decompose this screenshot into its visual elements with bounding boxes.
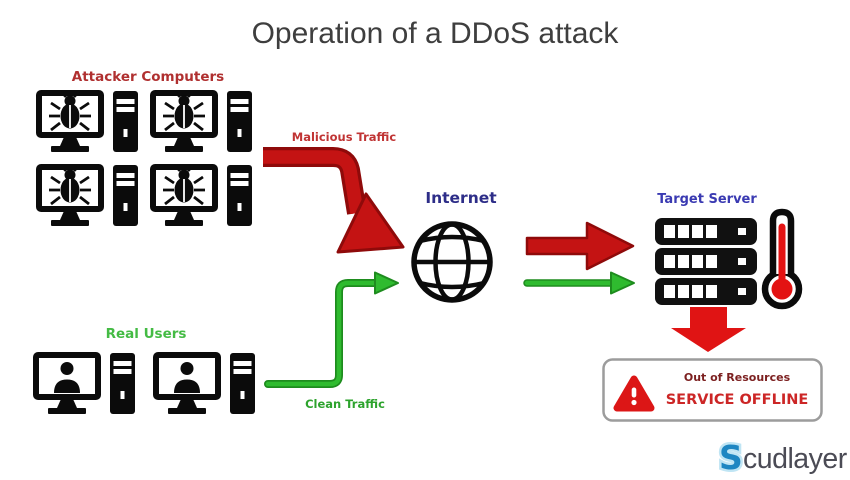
attacker-computer-icon	[39, 165, 138, 226]
clean-to-server-arrow	[523, 271, 635, 295]
attacker-computer-icon	[153, 91, 252, 152]
user-computer-icon	[36, 353, 135, 414]
globe-icon	[411, 221, 493, 303]
warning-triangle-icon	[613, 375, 655, 412]
internet-label: Internet	[425, 189, 497, 207]
real-users-label: Real Users	[106, 326, 187, 342]
thermometer-icon	[761, 208, 803, 310]
target-server-label: Target Server	[657, 192, 757, 207]
logo-mark-glow: S	[719, 438, 743, 477]
server-rack-icon	[655, 218, 757, 305]
overload-down-arrow	[671, 307, 746, 352]
status-line2: SERVICE OFFLINE	[666, 392, 809, 408]
logo-text: cudlayer	[743, 443, 848, 475]
malicious-traffic-arrow	[263, 147, 405, 254]
status-line1: Out of Resources	[684, 371, 791, 384]
page-title: Operation of a DDoS attack	[252, 17, 620, 50]
attacker-computer-icon	[153, 165, 252, 226]
scudlayer-logo: S S cudlayer	[717, 436, 849, 480]
attackers-label: Attacker Computers	[72, 69, 224, 85]
attacker-computer-icon	[39, 91, 138, 152]
status-box: Out of Resources SERVICE OFFLINE	[602, 358, 823, 422]
malicious-to-server-arrow	[525, 221, 635, 271]
malicious-traffic-label: Malicious Traffic	[292, 130, 397, 144]
user-computer-icon	[156, 353, 255, 414]
logo-mark: S	[719, 438, 743, 477]
clean-traffic-label: Clean Traffic	[305, 397, 385, 411]
clean-traffic-arrow	[264, 271, 399, 388]
